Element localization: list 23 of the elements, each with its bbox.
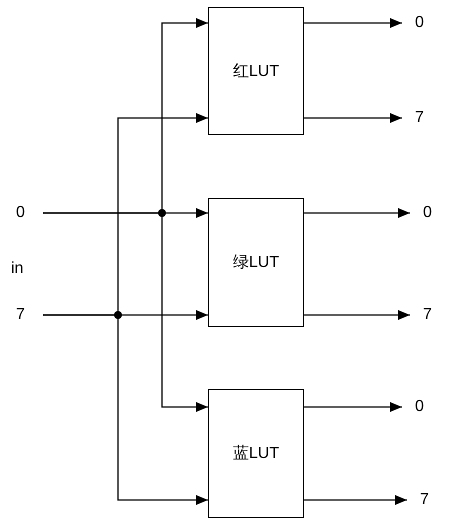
lut-box [208, 7, 304, 135]
port-label: 0 [16, 203, 30, 223]
lut-box [208, 198, 304, 327]
port-label: 7 [423, 305, 437, 325]
port-label: 7 [420, 490, 434, 510]
connector-arrow [304, 310, 410, 320]
box-label: 绿LUT [232, 253, 280, 273]
port-label: 7 [415, 108, 429, 128]
box-label: 蓝LUT [232, 444, 280, 464]
connector-arrow [304, 402, 402, 412]
box-label: 红LUT [232, 62, 280, 82]
connector-arrow [304, 208, 410, 218]
connector-arrow [43, 212, 208, 412]
port-label: 0 [415, 13, 429, 33]
port-label: 0 [423, 203, 437, 223]
connector-arrow [304, 18, 402, 28]
connector-arrow [43, 314, 208, 505]
lut-box [208, 389, 304, 518]
connector-arrow [304, 113, 402, 123]
port-label: 0 [415, 397, 429, 417]
input-label: in [11, 260, 24, 278]
port-label: 7 [16, 305, 30, 325]
connector-arrow [304, 495, 407, 505]
